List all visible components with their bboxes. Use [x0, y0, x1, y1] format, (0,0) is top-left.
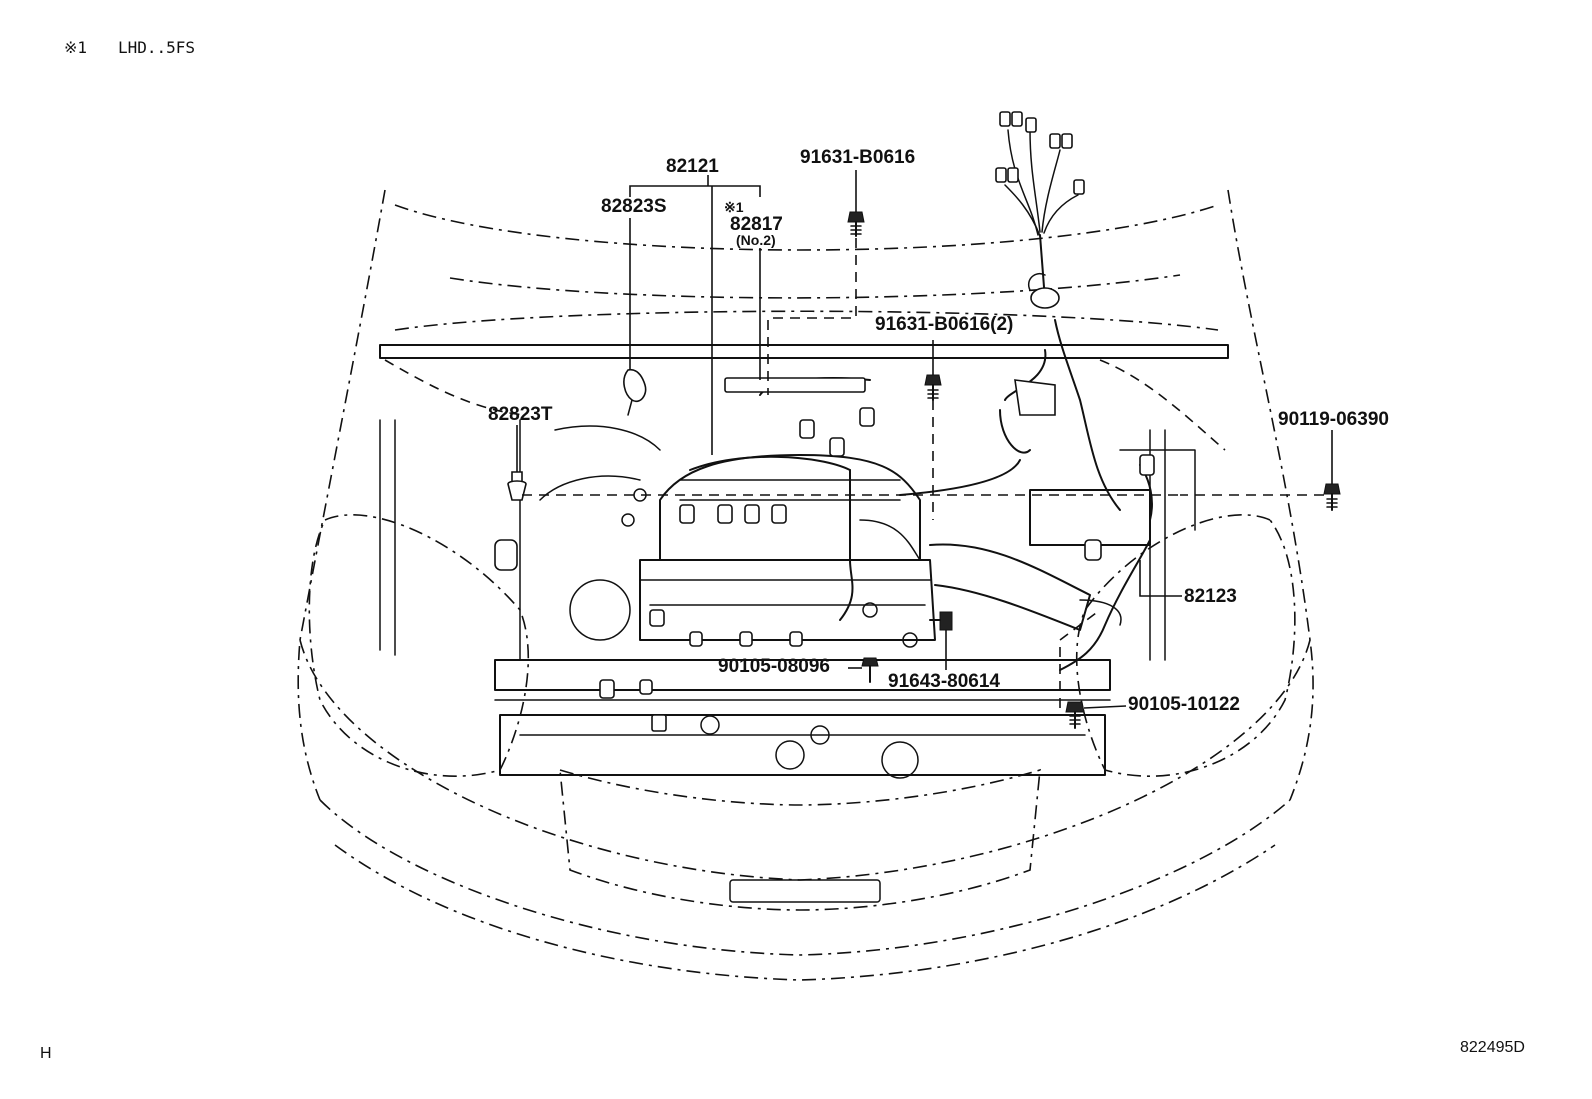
diagram-code: 822495D — [1460, 1039, 1525, 1056]
header-note-text: LHD..5FS — [118, 38, 195, 57]
bolt-90105-08096 — [861, 657, 879, 683]
callout-82817-sub: (No.2) — [736, 232, 776, 248]
callout-82817-mark: ※1 — [724, 199, 744, 215]
header-note-mark: ※1 — [64, 38, 87, 57]
bolt-91643-80614 — [929, 611, 953, 631]
wiring-harness — [623, 111, 1155, 671]
callout-82823t: 82823T — [488, 404, 553, 425]
corner-mark: H — [40, 1045, 52, 1062]
callout-82823s: 82823S — [601, 196, 667, 217]
callout-82121: 82121 — [666, 156, 719, 177]
clip-82823t — [507, 471, 527, 501]
fasteners — [507, 211, 1341, 729]
callout-91631-b0616-2: 91631-B0616(2) — [875, 314, 1013, 335]
callout-91643-80614: 91643-80614 — [888, 671, 1000, 692]
callout-82817: 82817 — [730, 214, 783, 235]
bolt-90119-06390 — [1323, 483, 1341, 511]
engine-assembly — [494, 425, 1196, 779]
callout-labels: 82121 82823S ※1 82817 (No.2) 91631-B0616… — [488, 147, 1389, 715]
callout-90105-10122: 90105-10122 — [1128, 694, 1240, 715]
callout-90119-06390: 90119-06390 — [1278, 409, 1389, 430]
header-note: ※1 LHD..5FS — [64, 38, 195, 57]
leader-lines — [516, 170, 1333, 709]
callout-82123: 82123 — [1184, 586, 1237, 607]
callout-91631-b0616: 91631-B0616 — [800, 147, 915, 168]
car-body-outline — [297, 189, 1314, 981]
callout-90105-08096: 90105-08096 — [718, 656, 830, 677]
bolt-91631-b0616-2 — [924, 374, 942, 401]
bolt-90105-10122 — [1065, 701, 1085, 729]
bolt-91631-b0616 — [847, 211, 865, 237]
